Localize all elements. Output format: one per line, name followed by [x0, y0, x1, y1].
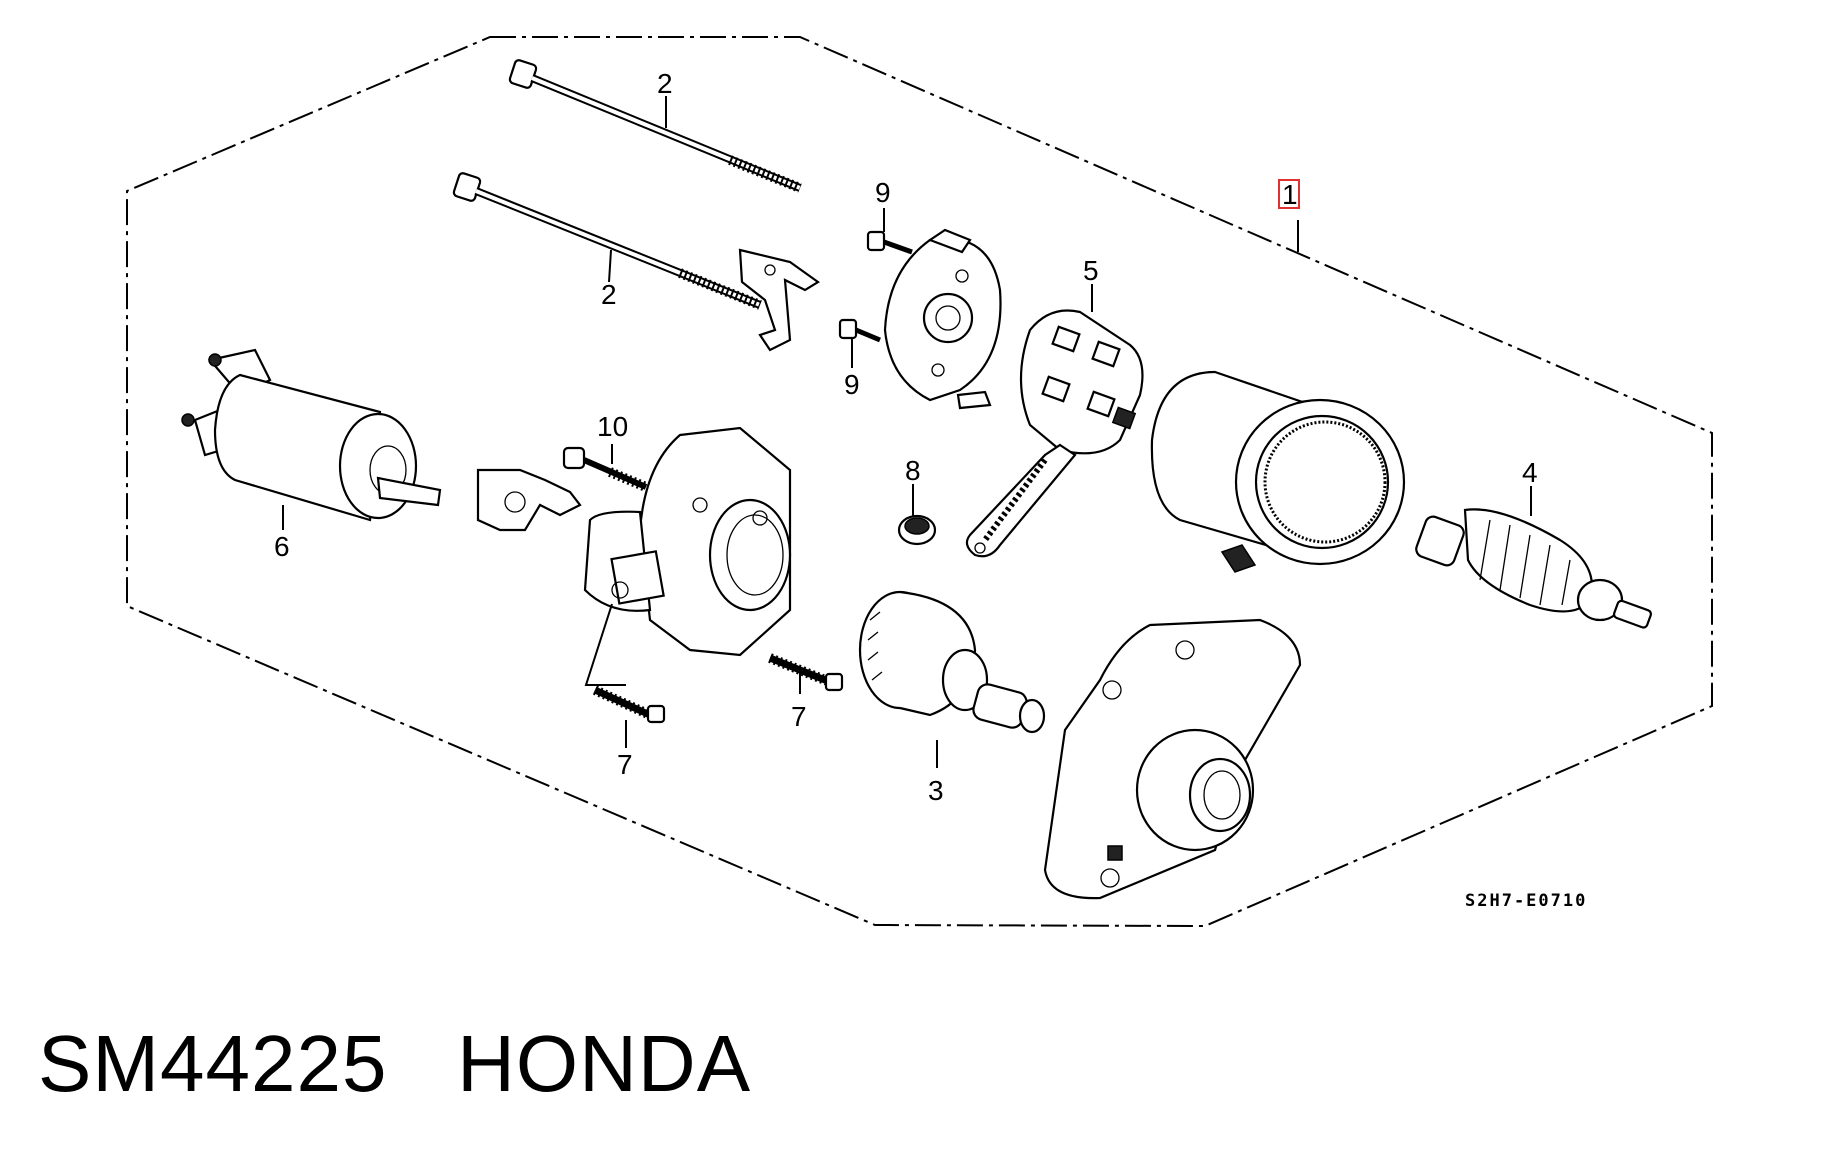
callout-7-left: 7 — [617, 749, 633, 780]
part-number: SM44225 — [38, 1019, 388, 1108]
callout-10: 10 — [597, 411, 628, 442]
callout-1-highlight — [1278, 179, 1300, 209]
brush-holder[interactable] — [965, 309, 1144, 558]
nut[interactable] — [897, 514, 937, 546]
brand-name: HONDA — [457, 1019, 752, 1108]
callout-5: 5 — [1083, 255, 1099, 286]
callout-1[interactable]: 1 — [1282, 179, 1298, 210]
callout-2-upper: 2 — [657, 68, 673, 99]
through-bolt-upper[interactable] — [508, 59, 802, 193]
callout-9-lower: 9 — [844, 369, 860, 400]
armature[interactable] — [1414, 508, 1652, 629]
solenoid[interactable] — [181, 348, 442, 522]
yoke-housing[interactable] — [1150, 370, 1406, 573]
bolt-7-right[interactable] — [768, 653, 844, 692]
screw-lower[interactable] — [838, 318, 881, 343]
caption-spacer — [387, 1019, 457, 1108]
callout-8: 8 — [905, 455, 921, 486]
bolt-10[interactable] — [562, 446, 648, 492]
callout-3: 3 — [928, 775, 944, 806]
part-caption: SM44225 HONDA — [38, 1018, 751, 1110]
callout-6: 6 — [274, 531, 290, 562]
callout-4: 4 — [1522, 457, 1538, 488]
callout-2-lower: 2 — [601, 279, 617, 310]
shift-lever[interactable] — [476, 468, 582, 532]
leader-lines — [282, 96, 1532, 768]
overrunning-clutch[interactable] — [858, 590, 1046, 734]
drawing-code: S2H7-E0710 — [1465, 891, 1587, 911]
front-housing[interactable] — [583, 426, 792, 657]
gear-housing[interactable] — [1043, 618, 1302, 900]
callout-7-right: 7 — [791, 701, 807, 732]
screw-upper[interactable] — [866, 230, 913, 255]
end-cover-plate[interactable] — [883, 228, 1002, 410]
through-bolt-lower[interactable] — [452, 172, 762, 310]
bracket[interactable] — [738, 248, 820, 352]
assembly-boundary — [126, 36, 1713, 928]
bolt-7-left[interactable] — [592, 685, 666, 724]
callout-9-upper: 9 — [875, 177, 891, 208]
